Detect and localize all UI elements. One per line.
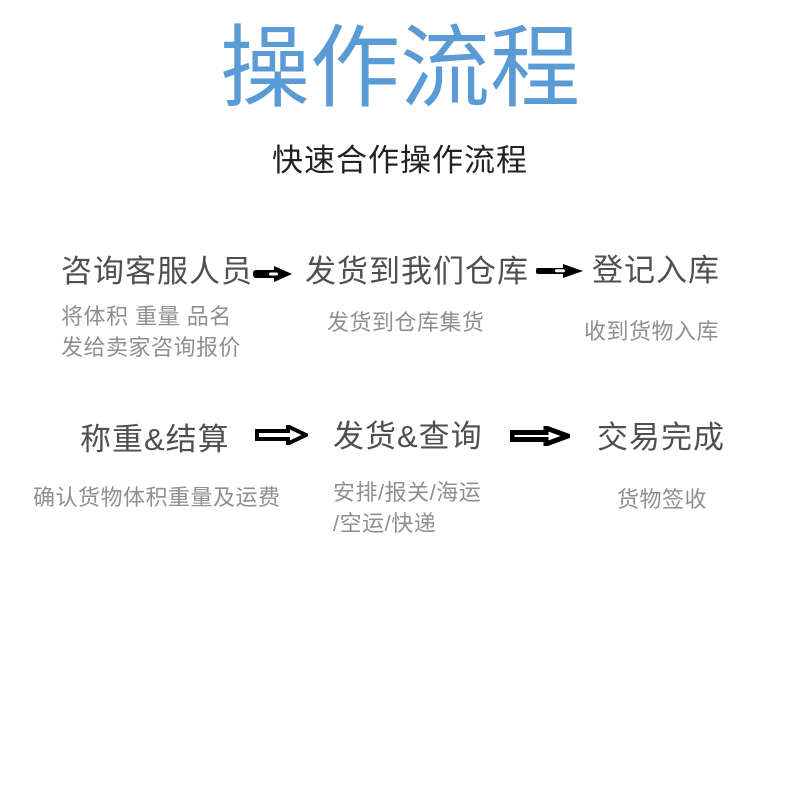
step-subtext-register-inbound: 收到货物入库 (584, 319, 720, 344)
step-label-ship-track: 发货&查询 (333, 419, 483, 454)
step-label-consult-service: 咨询客服人员 (61, 254, 253, 289)
page-title: 操作流程 (220, 19, 580, 119)
right-arrow-icon (535, 264, 583, 278)
step-subtext-weigh-settle: 确认货物体积重量及运费 (33, 485, 281, 510)
right-arrow-icon (252, 266, 292, 282)
right-arrow-icon (255, 425, 308, 445)
step-label-ship-to-warehouse: 发货到我们仓库 (305, 254, 529, 289)
step-subtext-deal-complete: 货物签收 (617, 487, 708, 512)
step-subtext-consult-line2: 发给卖家咨询报价 (61, 335, 242, 360)
step-subtext-consult-line1: 将体积 重量 品名 (61, 304, 232, 329)
step-label-deal-complete: 交易完成 (597, 420, 725, 455)
step-subtext-ship-to-warehouse: 发货到仓库集货 (327, 310, 485, 335)
step-subtext-ship-track-line2: /空运/快递 (333, 511, 437, 536)
page-subtitle: 快速合作操作流程 (272, 143, 528, 178)
right-arrow-icon (510, 426, 570, 446)
step-label-weigh-settle: 称重&结算 (80, 422, 230, 457)
step-label-register-inbound: 登记入库 (592, 253, 720, 288)
step-subtext-ship-track-line1: 安排/报关/海运 (333, 480, 482, 505)
